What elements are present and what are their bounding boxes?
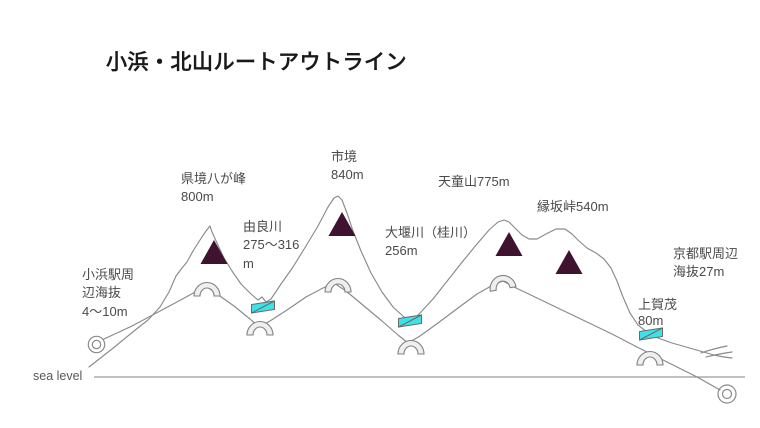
peak-marker-icon xyxy=(328,212,356,236)
label-kamigamo: 上賀茂 80m xyxy=(638,297,678,329)
tunnel-arch-icon xyxy=(397,339,425,355)
page-title: 小浜・北山ルートアウトライン xyxy=(106,51,407,74)
label-yuragawa-river: 由良川 275〜316 m xyxy=(243,219,300,271)
label-kenzakai-hachigamine: 県境八が峰 800m xyxy=(181,171,247,205)
label-tendozan: 天童山775m xyxy=(438,174,510,189)
tunnel-arch-icon xyxy=(246,320,274,336)
bridge-marker-icon xyxy=(398,314,422,328)
peak-marker-icon xyxy=(495,232,523,256)
direction-arrow-icon xyxy=(700,345,733,358)
tunnel-arch-icon xyxy=(487,272,517,292)
label-obama-station-elevation: 小浜駅周 辺海抜 4〜10m xyxy=(82,267,135,319)
tunnel-arch-icon xyxy=(636,350,664,366)
label-oigawa-katsuragawa-river: 大堰川（桂川） 256m xyxy=(385,225,477,259)
route-end-spiral-icon xyxy=(717,384,737,404)
route-line-path xyxy=(103,280,721,391)
bridge-marker-icon xyxy=(251,300,275,314)
peak-marker-icon xyxy=(555,250,583,274)
peak-marker-icon xyxy=(200,240,228,264)
label-kyoto-station-elevation: 京都駅周辺 海抜27m xyxy=(673,246,739,280)
route-start-spiral-icon xyxy=(87,335,106,354)
label-city-border: 市境 840m xyxy=(331,149,364,183)
sea-level-label: sea level xyxy=(33,369,83,383)
tunnel-arch-icon xyxy=(193,281,221,297)
terrain-outline-path xyxy=(88,195,733,368)
label-enzaka-pass: 縁坂峠540m xyxy=(537,199,609,214)
